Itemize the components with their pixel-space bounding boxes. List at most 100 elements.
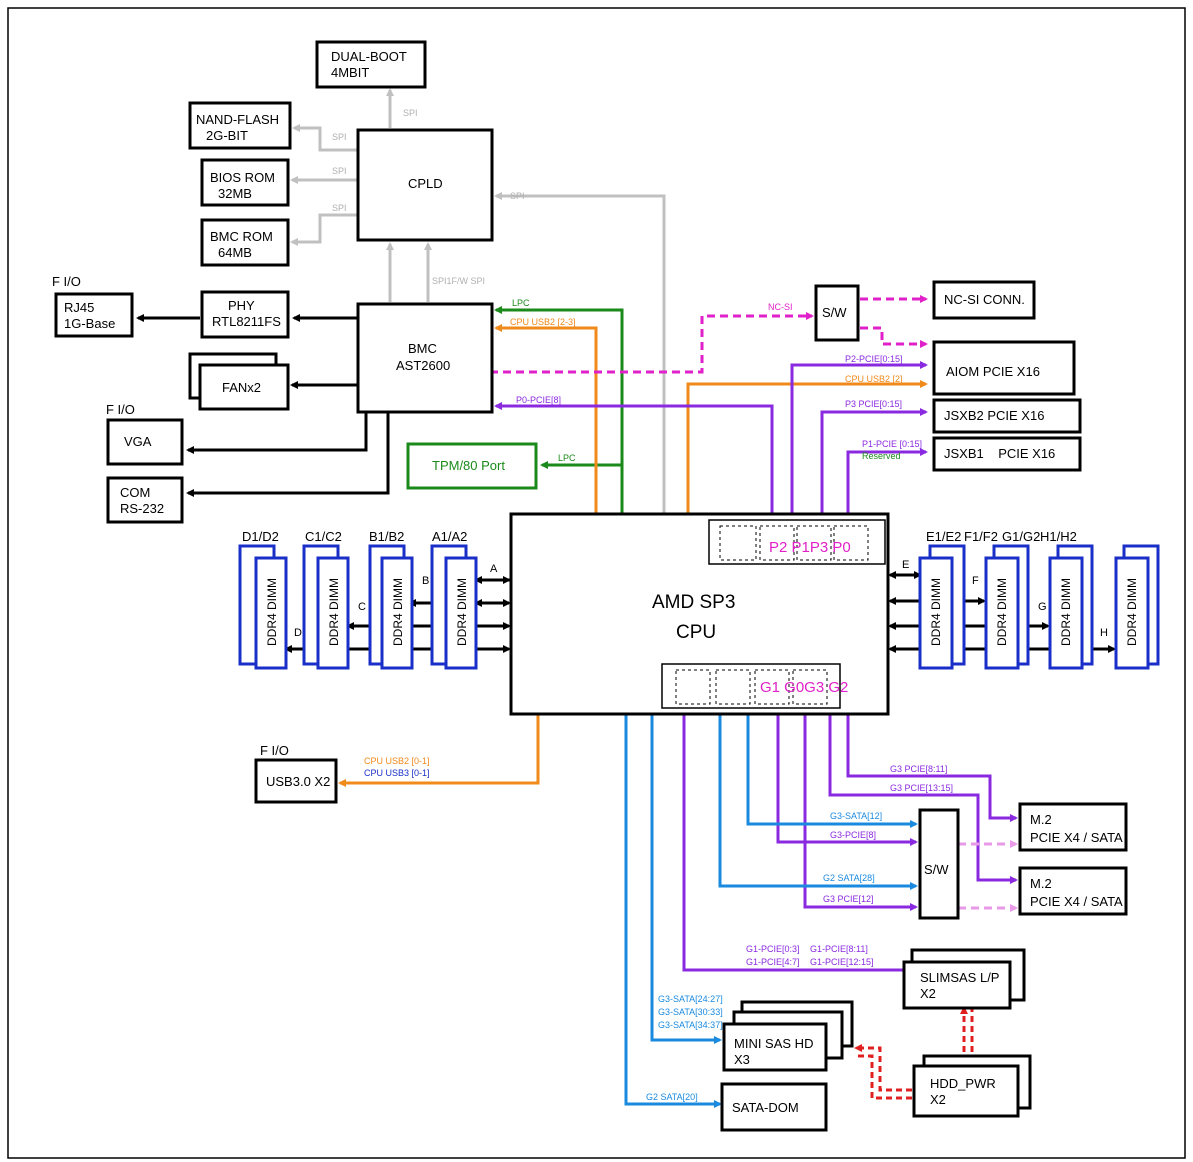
ncsi-label: NC-SI: [768, 302, 793, 312]
m2-a-label-2: PCIE X4 / SATA: [1030, 830, 1123, 845]
channel-b-label: B: [422, 575, 429, 587]
cpu-usb2-23-label: CPU USB2 [2-3]: [510, 317, 576, 327]
dimm-b: DDR4 DIMM: [368, 544, 414, 670]
bmc-label-2: AST2600: [396, 358, 450, 373]
fan-label: FANx2: [222, 380, 261, 395]
reserved-label: Reserved: [862, 451, 901, 461]
tpm-label: TPM/80 Port: [432, 458, 505, 473]
dimm-group-c-label: C1/C2: [305, 529, 342, 544]
g3-sata-3033-label: G3-SATA[30:33]: [658, 1007, 723, 1017]
channel-d-label: D: [294, 627, 302, 639]
m2-b-label-1: M.2: [1030, 876, 1052, 891]
cpu-usb3-01-label: CPU USB3 [0-1]: [364, 768, 430, 778]
vga-label: VGA: [124, 434, 152, 449]
pcie-top-connections: [494, 361, 928, 520]
g3-sata-2427-label: G3-SATA[24:27]: [658, 994, 723, 1004]
g3-pcie-1315-label: G3 PCIE[13:15]: [890, 783, 953, 793]
ncsi-conn-block: NC-SI CONN.: [932, 280, 1036, 320]
sata-dom-label: SATA-DOM: [732, 1100, 799, 1115]
p2-pcie-label: P2-PCIE[0:15]: [845, 354, 903, 364]
dimm-group-f-label: F1/F2: [964, 529, 998, 544]
rj45-block: RJ45 1G-Base: [54, 292, 134, 338]
minisas-label-1: MINI SAS HD: [734, 1036, 813, 1051]
vga-block: VGA: [106, 418, 184, 466]
rj45-label-1: RJ45: [64, 300, 94, 315]
sata-dom-block: SATA-DOM: [720, 1082, 828, 1132]
g1-pcie-1215-label: G1-PCIE[12:15]: [810, 957, 874, 967]
spi-connections: [290, 88, 666, 514]
g1-pcie-03-label: G1-PCIE[0:3]: [746, 944, 800, 954]
ncsi-conn-label: NC-SI CONN.: [944, 292, 1025, 307]
dimm-d: DDR4 DIMM: [238, 544, 288, 670]
bios-rom-label-2: 32MB: [218, 186, 252, 201]
p1-pcie-label: P1-PCIE [0:15]: [862, 439, 922, 449]
minisas-block: MINI SAS HD X3: [722, 1000, 854, 1072]
dimm-group-g-label: G1/G2: [1002, 529, 1040, 544]
aiom-label: AIOM PCIE X16: [946, 364, 1040, 379]
spi-label-1: SPI: [403, 108, 418, 118]
fio-vga-label: F I/O: [106, 402, 135, 417]
g1-pcie-47-label: G1-PCIE[4:7]: [746, 957, 800, 967]
g3-pcie-811-label: G3 PCIE[8:11]: [890, 764, 947, 774]
p3-pcie-label: P3 PCIE[0:15]: [845, 399, 902, 409]
dimm-f: DDR4 DIMM: [984, 544, 1030, 670]
dimm-e: DDR4 DIMM: [918, 544, 966, 670]
sw-bottom-label: S/W: [924, 862, 949, 877]
sata-connections: [624, 715, 918, 1108]
dimm-e-label: DDR4 DIMM: [929, 578, 943, 646]
jsxb1-label: JSXB1 PCIE X16: [944, 446, 1055, 461]
lpc-label-1: LPC: [512, 298, 530, 308]
sw-top-label: S/W: [822, 305, 847, 320]
slimsas-label-2: X2: [920, 986, 936, 1001]
pcie-bottom-connections: [682, 715, 1018, 974]
hdd-power-connections: [854, 1006, 974, 1100]
bmc-rom-label-1: BMC ROM: [210, 229, 273, 244]
dimm-c-label: DDR4 DIMM: [327, 578, 341, 646]
dimm-a: DDR4 DIMM: [430, 544, 478, 670]
spi-label-5: SPI: [510, 191, 525, 201]
jsxb2-label: JSXB2 PCIE X16: [944, 408, 1044, 423]
page-border: [7, 7, 1186, 1159]
dimm-g-label: DDR4 DIMM: [1059, 578, 1073, 646]
fio-usb-label: F I/O: [260, 743, 289, 758]
m2-block-a: M.2 PCIE X4 / SATA: [1018, 802, 1128, 852]
channel-c-label: C: [358, 601, 366, 613]
sw-top-block: S/W: [814, 284, 860, 342]
p0-pcie-label: P0-PCIE[8]: [516, 395, 561, 405]
dimm-h: DDR4 DIMM: [1114, 544, 1160, 670]
dimm-group-h-label: H1/H2: [1040, 529, 1077, 544]
cpu-usb2-01-label: CPU USB2 [0-1]: [364, 756, 430, 766]
g1-pcie-811-label: G1-PCIE[8:11]: [810, 944, 868, 954]
spi-label-2: SPI: [332, 132, 347, 142]
cpu-label-2: CPU: [676, 622, 716, 643]
cpld-block: CPLD: [356, 128, 494, 242]
g3-pcie-12-label: G3 PCIE[12]: [823, 894, 874, 904]
bmc-rom-label-2: 64MB: [218, 245, 252, 260]
dimm-f-label: DDR4 DIMM: [995, 578, 1009, 646]
phy-label-2: RTL8211FS: [212, 314, 281, 329]
m2-a-label-1: M.2: [1030, 812, 1052, 827]
dimm-c: DDR4 DIMM: [302, 544, 350, 670]
phy-block: PHY RTL8211FS: [200, 290, 290, 339]
dual-boot-label-2: 4MBIT: [331, 65, 369, 80]
dual-boot-label-1: DUAL-BOOT: [331, 49, 407, 64]
nand-flash-block: NAND-FLASH 2G-BIT: [188, 101, 292, 150]
com-block: COM RS-232: [106, 476, 184, 524]
dimm-a-label: DDR4 DIMM: [455, 578, 469, 646]
slimsas-label-1: SLIMSAS L/P: [920, 970, 999, 985]
fio-rj45-label: F I/O: [52, 274, 81, 289]
hdd-pwr-label-1: HDD_PWR: [930, 1076, 996, 1091]
dimm-h-label: DDR4 DIMM: [1125, 578, 1139, 646]
usb30-label: USB3.0 X2: [266, 774, 330, 789]
cpu-ports-bottom-label: G1 G0G3 G2: [760, 679, 848, 696]
cpu-ports-top-label: P2 P1P3 P0: [769, 539, 851, 556]
bios-rom-block: BIOS ROM 32MB: [200, 158, 290, 207]
nand-flash-label-1: NAND-FLASH: [196, 112, 279, 127]
minisas-label-2: X3: [734, 1052, 750, 1067]
lpc-connections: [494, 306, 624, 514]
slimsas-block: SLIMSAS L/P X2: [902, 948, 1026, 1010]
g3-pcie-8-label: G3-PCIE[8]: [830, 830, 876, 840]
m2-block-b: M.2 PCIE X4 / SATA: [1018, 866, 1128, 916]
g2-sata-28-label: G2 SATA[28]: [823, 873, 875, 883]
dimm-g: DDR4 DIMM: [1048, 544, 1094, 670]
